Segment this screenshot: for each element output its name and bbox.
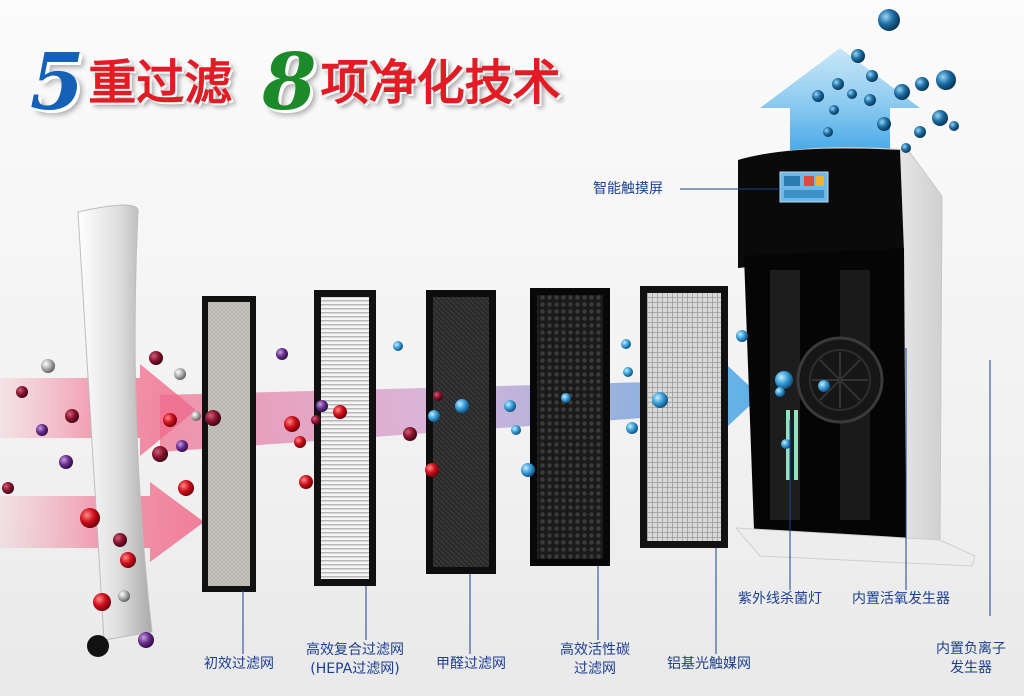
label-uv-lamp: 紫外线杀菌灯 bbox=[738, 591, 822, 607]
label-hepa-line1: 高效复合过滤网 bbox=[306, 642, 404, 658]
filter-primary bbox=[202, 296, 256, 592]
label-ion-generator: 内置负离子 发生器 bbox=[936, 640, 1006, 678]
filter-aluminum-photocatalyst bbox=[640, 286, 728, 548]
leader-lines bbox=[242, 188, 991, 654]
label-ion-line2: 发生器 bbox=[950, 660, 992, 676]
filter-formaldehyde bbox=[426, 290, 496, 574]
clean-ion-particles bbox=[393, 9, 959, 477]
headline-digit-five: 5 bbox=[30, 37, 85, 128]
label-primary-filter: 初效过滤网 bbox=[204, 656, 274, 672]
purifier-body bbox=[734, 147, 976, 567]
label-carbon-line1: 高效活性碳 bbox=[560, 642, 630, 658]
filter-activated-carbon bbox=[530, 288, 610, 566]
headline-digit-eight: 8 bbox=[262, 37, 317, 128]
label-hepa-line2: (HEPA过滤网) bbox=[310, 661, 400, 677]
touchscreen-display bbox=[779, 171, 829, 203]
label-aluminum-filter: 铝基光触媒网 bbox=[667, 656, 751, 672]
label-oxygen-generator: 内置活氧发生器 bbox=[852, 591, 950, 607]
headline: 5 重过滤 8 项净化技术 bbox=[30, 38, 561, 128]
label-touchscreen: 智能触摸屏 bbox=[593, 181, 663, 197]
pollutant-particles bbox=[2, 348, 443, 657]
pre-filter-panel bbox=[77, 204, 153, 641]
airflow-outlet-up bbox=[760, 48, 920, 150]
label-formaldehyde-filter: 甲醛过滤网 bbox=[436, 656, 506, 672]
headline-text-purification: 项净化技术 bbox=[320, 55, 561, 111]
headline-text-filtration: 重过滤 bbox=[88, 55, 233, 111]
label-ion-line1: 内置负离子 bbox=[936, 641, 1006, 657]
label-carbon-filter: 高效活性碳 过滤网 bbox=[560, 641, 630, 679]
filter-hepa bbox=[314, 290, 376, 586]
label-hepa-filter: 高效复合过滤网 (HEPA过滤网) bbox=[306, 641, 404, 679]
label-carbon-line2: 过滤网 bbox=[574, 661, 616, 677]
